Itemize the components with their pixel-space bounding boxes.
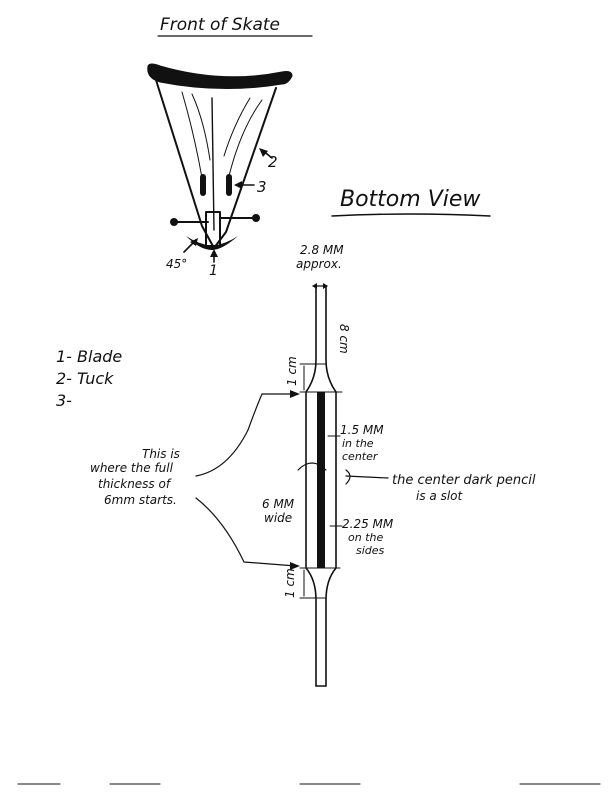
legend: 1- Blade 2- Tuck 3- <box>56 347 122 410</box>
slot-note-line1: the center dark pencil <box>392 473 536 488</box>
thickness-note-line1: This is <box>142 447 180 461</box>
bottom-view: Bottom View 2.8 MM approx. 1 cm 8 cm 1 c… <box>90 187 536 687</box>
angle-label: 45° <box>166 257 187 271</box>
skate-bolt-right <box>252 214 260 222</box>
skate-shading-right <box>227 99 263 181</box>
side-width-line3: sides <box>356 544 385 557</box>
legend-item-2: 2- Tuck <box>56 369 114 388</box>
thickness-arrow-bottom <box>290 562 300 570</box>
angle-arrowhead <box>190 238 198 246</box>
bottom-view-title: Bottom View <box>340 187 481 212</box>
thickness-arrow-top <box>290 390 300 398</box>
thickness-note-line3: thickness of <box>98 477 172 491</box>
callout-1-label: 1 <box>209 263 218 279</box>
bottom-view-title-underline <box>331 213 491 217</box>
taper-top-label: 8 cm <box>337 324 351 354</box>
skate-shading-right-2 <box>223 97 251 157</box>
front-slot-left <box>200 174 206 196</box>
thickness-note-line2: where the full <box>90 461 174 475</box>
front-view: Front of Skate 2 3 45° <box>147 15 313 279</box>
callout-3-arrowhead <box>234 181 242 189</box>
legend-item-1: 1- Blade <box>56 347 122 366</box>
front-slot-right <box>226 174 232 196</box>
transition-top-label: 1 cm <box>285 356 299 386</box>
blade-outline-right <box>325 285 337 687</box>
slot-width-line2: in the <box>342 437 374 450</box>
skate-top-bar <box>147 63 293 90</box>
thickness-leader-bottom <box>195 497 297 567</box>
callout-2-arrowhead <box>259 148 268 157</box>
callout-2-label: 2 <box>268 153 278 171</box>
thickness-note-line4: 6mm starts. <box>104 493 177 507</box>
blade-outline-left <box>305 285 317 687</box>
slot-width-line3: center <box>342 450 379 463</box>
skate-center-line <box>211 97 215 231</box>
slot-note-line2: is a slot <box>416 489 463 503</box>
tip-width-line2: approx. <box>296 257 342 271</box>
skate-shading-left-2 <box>191 93 211 161</box>
front-view-title: Front of Skate <box>160 15 280 35</box>
side-width-line2: on the <box>348 531 383 544</box>
body-width-line1: 6 MM <box>262 497 295 511</box>
slot-note-leader <box>297 462 389 485</box>
legend-item-3: 3- <box>56 391 72 410</box>
callout-1-arrowhead <box>210 249 218 257</box>
skate-bolt-left <box>170 218 178 226</box>
callout-3-label: 3 <box>257 178 267 196</box>
skate-blade-block <box>205 211 221 247</box>
center-slot <box>317 392 325 568</box>
thickness-leader-top <box>195 393 297 477</box>
transition-bottom-label: 1 cm <box>283 568 297 598</box>
tip-width-line1: 2.8 MM <box>300 243 344 257</box>
body-width-line2: wide <box>264 511 292 525</box>
slot-width-line1: 1.5 MM <box>340 423 384 437</box>
side-width-line1: 2.25 MM <box>342 517 394 531</box>
